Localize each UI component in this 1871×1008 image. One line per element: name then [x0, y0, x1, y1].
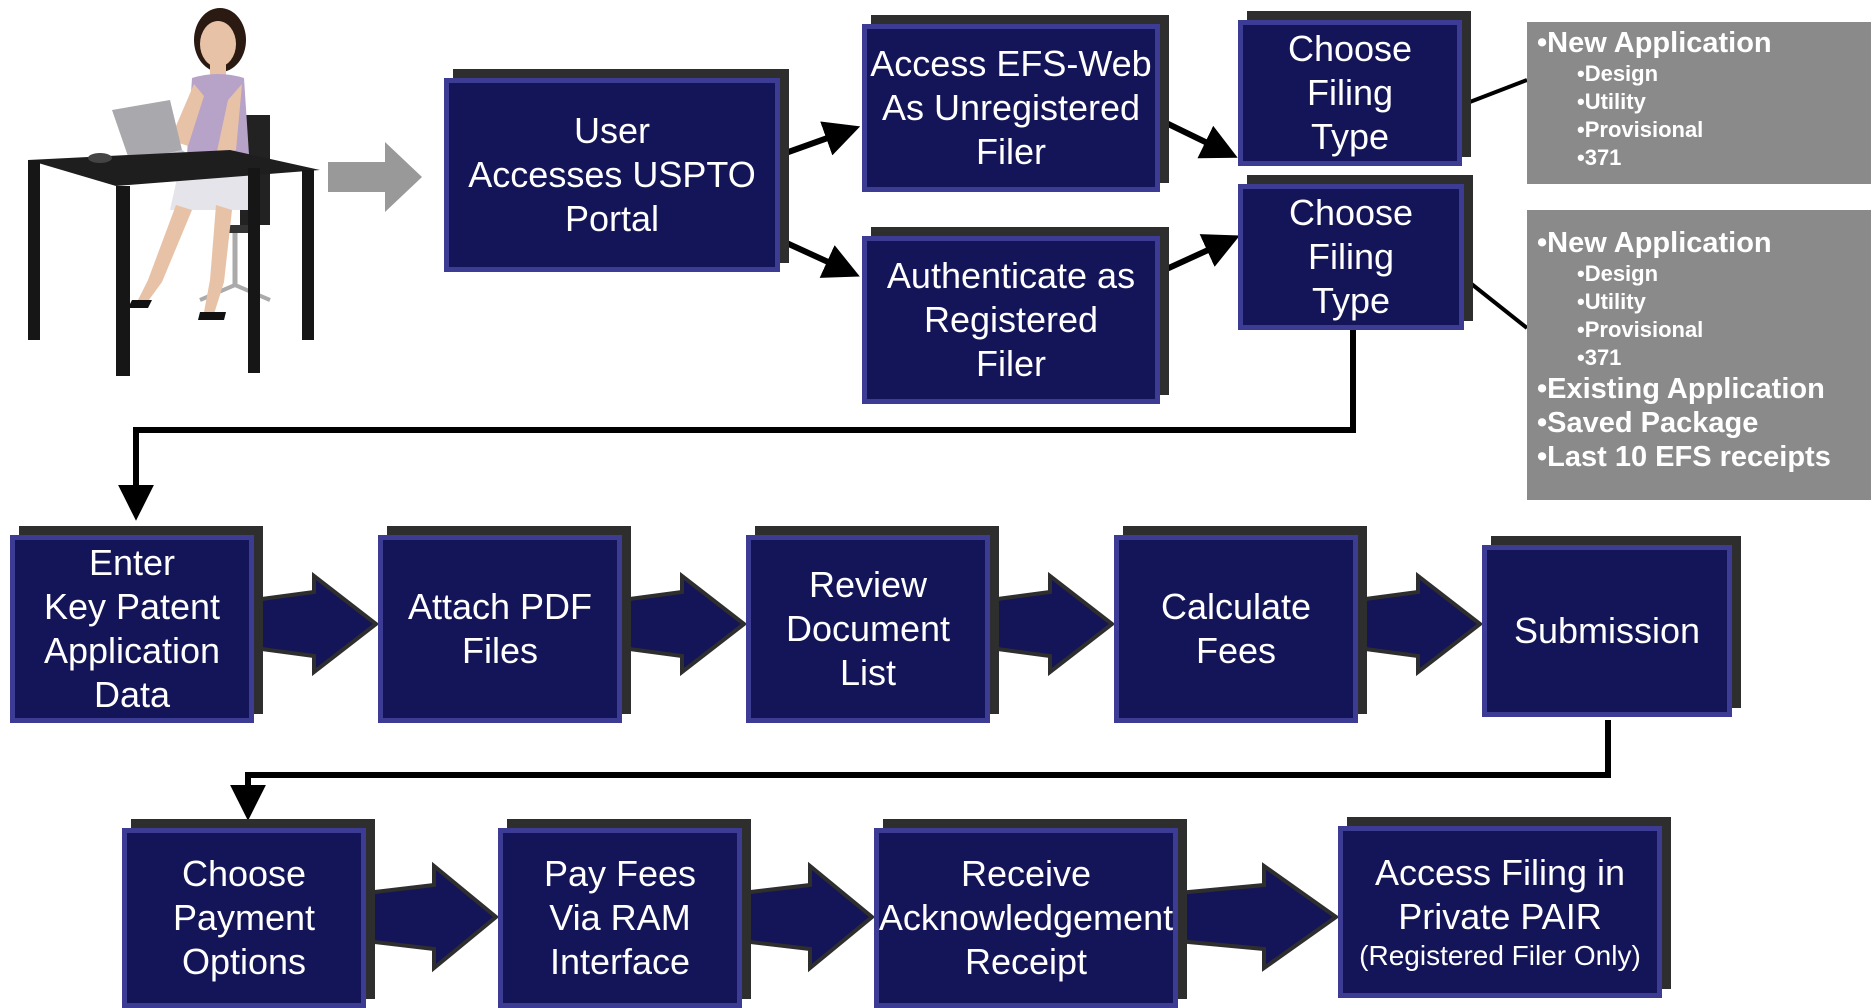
box-line: As Unregistered — [881, 87, 1141, 128]
box-line: Review — [808, 564, 928, 605]
option-design: •Design — [1577, 261, 1659, 286]
box-line: Filing — [1306, 72, 1394, 113]
box-line: Calculate — [1160, 586, 1312, 627]
option-371: •371 — [1577, 345, 1622, 370]
box-line: List — [839, 652, 897, 693]
filing-type-options-panel-a: •New Application •Design •Utility •Provi… — [1527, 22, 1871, 184]
box-line: Via RAM — [549, 897, 691, 938]
panel-connector — [1461, 78, 1528, 107]
box-line: User — [573, 110, 650, 151]
box-line: Receipt — [964, 941, 1088, 982]
box-line: Interface — [549, 941, 691, 982]
option-new-application: •New Application — [1537, 227, 1772, 259]
box-line: Application — [43, 630, 221, 671]
flow-arrow-icon — [778, 237, 860, 278]
box-line: Accesses USPTO — [468, 154, 756, 195]
box-line: Receive — [960, 853, 1092, 894]
review-document-list-box: Review Document List — [746, 535, 990, 723]
box-line: Choose — [181, 853, 307, 894]
box-line: Acknowledgement — [878, 897, 1174, 938]
enter-application-data-box: Enter Key Patent Application Data — [10, 535, 254, 723]
pay-fees-ram-box: Pay Fees Via RAM Interface — [498, 828, 742, 1008]
flow-arrow-icon — [1158, 234, 1240, 275]
option-371: •371 — [1577, 145, 1622, 170]
option-saved-package: •Saved Package — [1537, 407, 1759, 439]
box-line: Filer — [976, 131, 1046, 172]
acknowledgement-receipt-box: Receive Acknowledgement Receipt — [874, 828, 1178, 1008]
box-line: Payment — [172, 897, 316, 938]
block-arrow — [1356, 571, 1484, 677]
filing-type-options-panel-b: •New Application •Design •Utility •Provi… — [1527, 210, 1871, 500]
box-line: Portal — [564, 198, 660, 239]
user-at-laptop-illustration — [28, 8, 320, 376]
box-line: Access EFS-Web — [870, 43, 1152, 84]
box-line: Choose — [1288, 192, 1414, 233]
box-line: Attach PDF — [407, 586, 593, 627]
option-utility: •Utility — [1577, 89, 1646, 114]
option-design: •Design — [1577, 61, 1659, 86]
box-line: Data — [93, 674, 171, 715]
choose-filing-type-box-a: Choose Filing Type — [1238, 20, 1462, 166]
box-line: Options — [181, 941, 307, 982]
option-existing-application: •Existing Application — [1537, 373, 1825, 405]
box-line: Filer — [976, 343, 1046, 384]
flow-arrow-icon — [1158, 117, 1238, 159]
attach-pdf-files-box: Attach PDF Files — [378, 535, 622, 723]
block-arrow — [988, 571, 1116, 677]
option-provisional: •Provisional — [1577, 117, 1704, 142]
box-line: Registered — [923, 299, 1099, 340]
box-line: Files — [461, 630, 538, 671]
option-utility: •Utility — [1577, 289, 1646, 314]
registered-filer-box: Authenticate as Registered Filer — [862, 236, 1160, 404]
block-arrow — [620, 571, 748, 677]
box-line: Access Filing in — [1374, 852, 1626, 893]
block-arrow — [364, 861, 500, 973]
option-provisional: •Provisional — [1577, 317, 1704, 342]
box-line: Document — [785, 608, 951, 649]
choose-filing-type-box-b: Choose Filing Type — [1238, 184, 1464, 330]
flow-arrow-icon — [778, 121, 861, 158]
box-line: Authenticate as — [886, 255, 1136, 296]
panel-connector — [1462, 276, 1529, 330]
flow-arrow-icon — [118, 330, 1356, 521]
box-line: Choose — [1287, 28, 1413, 69]
calculate-fees-box: Calculate Fees — [1114, 535, 1358, 723]
box-line: Submission — [1513, 610, 1701, 651]
block-arrow — [252, 571, 380, 677]
option-last-efs-receipts: •Last 10 EFS receipts — [1537, 441, 1831, 473]
registered-filer-note: (Registered Filer Only) — [1359, 940, 1641, 971]
flow-arrow-icon — [230, 720, 1611, 821]
box-line: Type — [1311, 280, 1391, 321]
block-arrow — [740, 861, 876, 973]
choose-payment-options-box: Choose Payment Options — [122, 828, 366, 1008]
block-arrow — [1176, 862, 1340, 972]
option-new-application: •New Application — [1537, 27, 1772, 59]
box-line: Fees — [1195, 630, 1277, 671]
submission-box: Submission — [1482, 545, 1732, 717]
box-line: Key Patent — [43, 586, 221, 627]
box-line: Filing — [1307, 236, 1395, 277]
user-accesses-portal-box: User Accesses USPTO Portal — [444, 78, 780, 272]
box-line: Pay Fees — [543, 853, 697, 894]
unregistered-filer-box: Access EFS-Web As Unregistered Filer — [862, 24, 1160, 192]
right-arrow-icon — [328, 142, 422, 212]
private-pair-box: Access Filing in Private PAIR (Registere… — [1338, 826, 1662, 998]
box-line: Enter — [88, 542, 176, 583]
box-line: Type — [1310, 116, 1390, 157]
box-line: Private PAIR — [1398, 896, 1602, 937]
